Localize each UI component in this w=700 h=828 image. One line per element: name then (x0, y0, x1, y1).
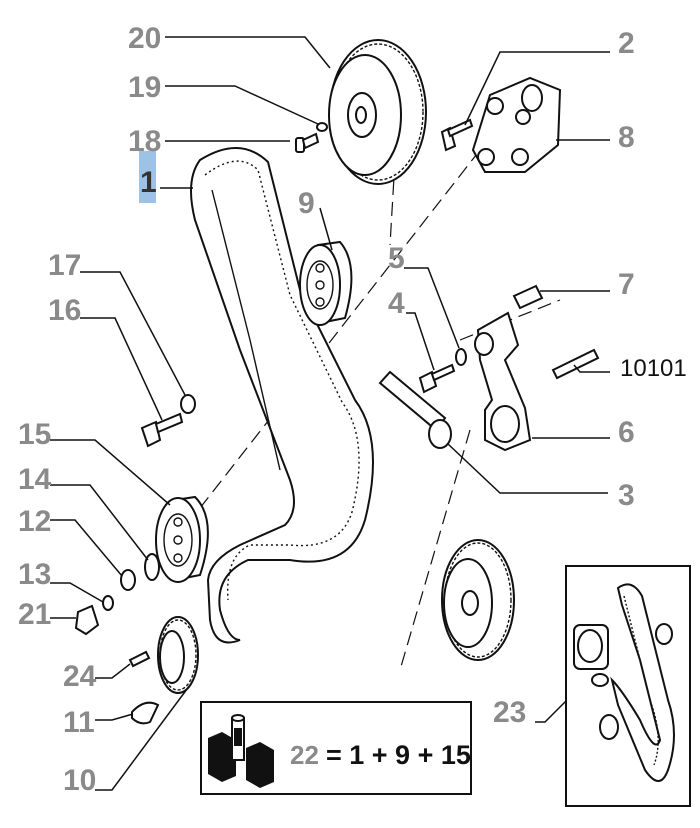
callout-23: 23 (493, 696, 526, 729)
stud-10101 (551, 348, 600, 380)
kit-box: 22 = 1 + 9 + 15 (200, 701, 472, 795)
callout-13: 13 (18, 558, 51, 591)
bracket-8 (471, 76, 562, 173)
timing-belt (190, 147, 374, 644)
bolt-2 (440, 118, 474, 152)
callout-4: 4 (388, 287, 405, 320)
inset-23 (565, 565, 691, 807)
callout-5: 5 (388, 242, 405, 275)
key-11 (131, 701, 160, 725)
tensioner-arm-6 (474, 311, 532, 452)
washer-5 (455, 348, 467, 366)
bolt-4 (418, 363, 456, 394)
bolt-16 (140, 412, 184, 448)
callout-1-highlight (139, 151, 156, 203)
callout-10101: 10101 (620, 355, 687, 382)
inset-tensioner (573, 624, 609, 687)
key-24 (128, 650, 151, 668)
callout-10: 10 (63, 764, 96, 797)
callout-7: 7 (618, 268, 635, 301)
kit-icon (208, 714, 274, 788)
nut-21 (74, 604, 100, 636)
bushing-3 (378, 370, 452, 449)
leader-lines (50, 36, 610, 791)
inset-idler-bottom (599, 714, 619, 740)
idler-pulley-9 (299, 240, 353, 326)
washer-14 (144, 553, 160, 581)
callout-3: 3 (618, 479, 635, 512)
bolt-18 (295, 132, 320, 153)
callout-12: 12 (18, 505, 51, 538)
callout-19: 19 (128, 71, 161, 104)
callout-6: 6 (618, 416, 635, 449)
callout-18: 18 (128, 125, 161, 158)
callout-16: 16 (48, 294, 81, 327)
callout-20: 20 (128, 22, 161, 55)
washer-13 (102, 595, 114, 611)
camshaft-pulley (328, 39, 427, 185)
callout-1: 1 (140, 166, 157, 199)
callout-9: 9 (298, 187, 315, 220)
washer-12 (120, 569, 136, 591)
callout-21: 21 (18, 598, 51, 631)
callout-22: 22 (290, 740, 319, 770)
callout-24: 24 (63, 660, 97, 693)
callout-2: 2 (618, 27, 635, 60)
callout-11: 11 (63, 706, 95, 739)
callout-15: 15 (18, 418, 51, 451)
callout-17: 17 (48, 249, 81, 282)
callout-14: 14 (18, 463, 52, 496)
inset-idler-top (655, 623, 673, 645)
crankshaft-pulley (441, 539, 515, 661)
washer-17 (180, 394, 196, 414)
pin-7 (512, 284, 544, 310)
washer-19 (316, 122, 328, 132)
callout-8: 8 (618, 121, 635, 154)
crank-gear-10 (157, 616, 199, 694)
kit-formula: = 1 + 9 + 15 (326, 740, 471, 770)
tensioner-pulley-15 (155, 495, 209, 583)
callout-labels: 20 19 18 1 2 8 9 17 16 5 7 4 10101 15 6 … (18, 22, 687, 797)
